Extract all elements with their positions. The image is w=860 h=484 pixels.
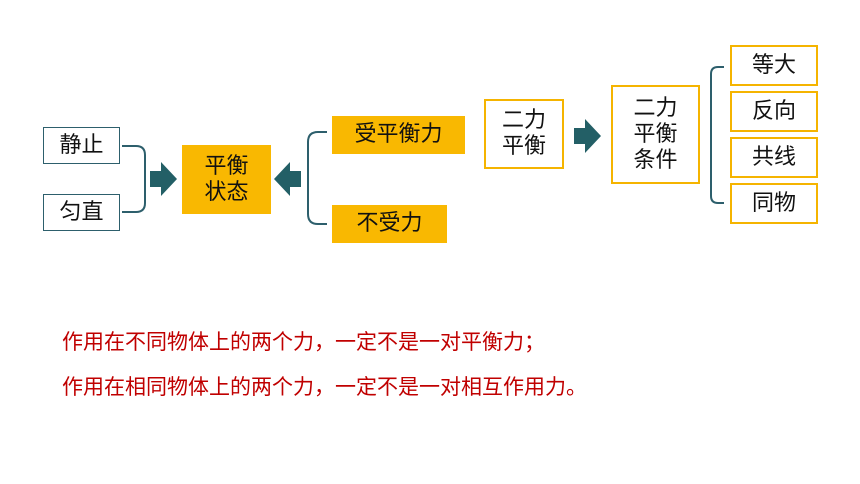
note-line-1: 作用在不同物体上的两个力，一定不是一对平衡力；: [62, 330, 545, 354]
condition-collinear: 共线: [730, 137, 818, 178]
node-balance-state-label: 平衡 状态: [204, 153, 249, 205]
node-static: 静止: [43, 127, 120, 164]
note-line-2: 作用在相同物体上的两个力，一定不是一对相互作用力。: [62, 375, 587, 399]
arrow-left-icon: [274, 162, 301, 196]
bracket-middle: [307, 131, 327, 225]
condition-equal-label: 等大: [751, 52, 796, 78]
condition-same-object-label: 同物: [751, 190, 796, 216]
node-two-force-balance-label: 二力 平衡: [501, 108, 546, 159]
arrow-right-icon-2: [574, 119, 601, 153]
arrow-right-icon: [150, 162, 177, 196]
condition-same-object: 同物: [730, 183, 818, 224]
node-balanced-force: 受平衡力: [332, 116, 465, 154]
node-balance-state: 平衡 状态: [182, 145, 271, 214]
condition-equal: 等大: [730, 45, 818, 86]
node-balanced-force-label: 受平衡力: [354, 122, 443, 147]
bracket-left: [122, 145, 146, 213]
condition-collinear-label: 共线: [751, 144, 796, 170]
node-two-force-balance: 二力 平衡: [484, 99, 564, 169]
node-no-force-label: 不受力: [356, 211, 423, 236]
condition-opposite-label: 反向: [751, 98, 796, 124]
node-no-force: 不受力: [332, 205, 447, 243]
node-balance-conditions: 二力 平衡 条件: [611, 85, 700, 184]
node-uniform-label: 匀直: [59, 199, 104, 225]
node-uniform-motion: 匀直: [43, 194, 120, 231]
node-balance-conditions-label: 二力 平衡 条件: [633, 95, 678, 173]
bracket-right: [710, 66, 724, 204]
node-static-label: 静止: [59, 132, 104, 158]
condition-opposite: 反向: [730, 91, 818, 132]
